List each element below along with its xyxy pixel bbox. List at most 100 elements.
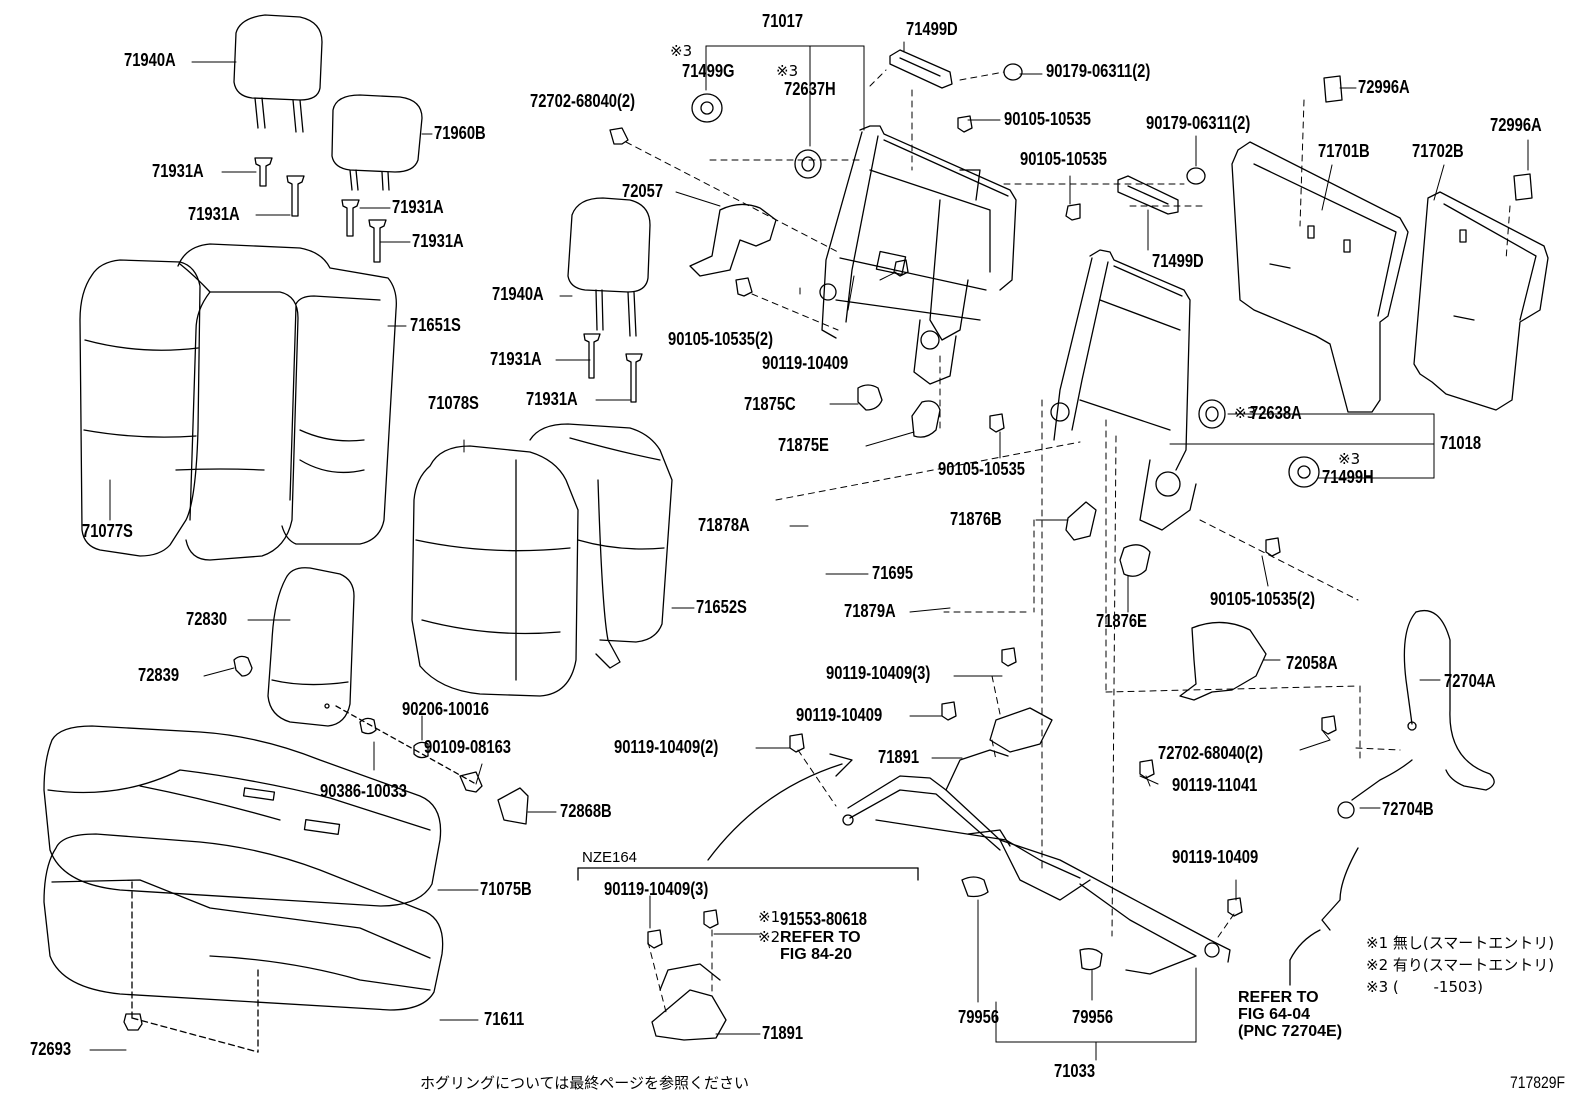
mark-3-b: ※3 (776, 62, 799, 80)
board-71701B (1231, 141, 1409, 413)
seatback-71652S (529, 423, 673, 669)
clip-71875E (911, 400, 941, 438)
bolts-71017 (609, 115, 1081, 433)
label-71931A-5: 71931A (490, 349, 542, 369)
label-71702B: 71702B (1412, 141, 1464, 161)
legend-line-2: ※2 有り(スマートエントリ) (1366, 956, 1555, 974)
label-71611: 71611 (484, 1009, 525, 1029)
headrest-71940A-mid (567, 197, 651, 337)
label-71695: 71695 (872, 563, 914, 583)
label-90179-mid: 90179-06311(2) (1146, 113, 1251, 133)
label-72996A-2: 72996A (1490, 115, 1542, 135)
part-71499D-mid (1117, 175, 1179, 215)
label-72704A: 72704A (1444, 671, 1496, 691)
seatback-71651S (177, 243, 397, 545)
part-71499D-top (889, 49, 953, 89)
label-71499D-mid: 71499D (1152, 251, 1204, 271)
label-72839: 72839 (138, 665, 180, 685)
refer-fig-64-line-2: FIG 64-04 (1238, 1005, 1311, 1023)
label-71960B: 71960B (434, 123, 486, 143)
label-71078S: 71078S (428, 393, 479, 413)
label-71033: 71033 (1054, 1061, 1096, 1081)
bracket-71891-top (989, 707, 1053, 753)
board-71702B (1413, 191, 1549, 411)
part-90179-mid (1186, 167, 1206, 185)
label-90105-e: 90105-10535(2) (1210, 589, 1316, 609)
cushion-71611 (43, 833, 444, 1053)
label-71931A-6: 71931A (526, 389, 578, 409)
label-72868B: 72868B (560, 801, 612, 821)
hinge-71033 (842, 749, 1231, 975)
figure-id: 717829F (1510, 1073, 1566, 1092)
leader-lines (89, 41, 1529, 1061)
cover-72058A (1179, 621, 1267, 701)
label-90206: 90206-10016 (402, 699, 490, 719)
label-90105-a: 90105-10535 (1004, 109, 1092, 129)
label-71499D-top: 71499D (906, 19, 958, 39)
label-72637H: 72637H (784, 79, 836, 99)
label-90386: 90386-10033 (320, 781, 408, 801)
part-71499G (691, 93, 723, 123)
label-72830: 72830 (186, 609, 228, 629)
cable-72704A (1403, 610, 1495, 791)
label-71018: 71018 (1440, 433, 1482, 453)
label-71017: 71017 (762, 11, 804, 31)
label-71879A: 71879A (844, 601, 896, 621)
mark-3-c: ※3 (1234, 404, 1257, 422)
label-71499G: 71499G (682, 61, 735, 81)
label-90179-top: 90179-06311(2) (1046, 61, 1151, 81)
label-90119-c: 90119-10409 (796, 705, 883, 725)
label-71931A-1: 71931A (152, 161, 204, 181)
label-71931A-4: 71931A (412, 231, 464, 251)
label-90109: 90109-08163 (424, 737, 512, 757)
clip-72693 (123, 1013, 143, 1031)
refer-fig-64: REFER TO FIG 64-04 (PNC 72704E) (1238, 989, 1343, 1040)
frame-71018 (1050, 249, 1197, 531)
part-90179-top (1003, 63, 1023, 81)
label-90119-d: 90119-10409(2) (614, 737, 719, 757)
armrest-72830 (267, 567, 355, 727)
mark-3-a: ※3 (670, 42, 693, 60)
label-79956-2: 79956 (1072, 1007, 1114, 1027)
label-71891-b: 71891 (762, 1023, 804, 1043)
label-90105-c: 90105-10535(2) (668, 329, 774, 349)
refer-fig-64-line-1: REFER TO (1238, 989, 1319, 1006)
label-71940A-mid: 71940A (492, 284, 544, 304)
label-90119-11041: 90119-11041 (1172, 775, 1258, 795)
label-72704B: 72704B (1382, 799, 1434, 819)
label-72057: 72057 (622, 181, 664, 201)
mark-1: ※1 (758, 908, 781, 926)
clip-71876E (1119, 544, 1151, 577)
seatback-71078S (411, 445, 579, 697)
label-71891-a: 71891 (878, 747, 920, 767)
label-71651S: 71651S (410, 315, 461, 335)
part-72638A (1198, 399, 1226, 429)
label-71876E: 71876E (1096, 611, 1147, 631)
footer-note: ホグリングについては最終ページを参照ください (420, 1074, 749, 1092)
label-71652S: 71652S (696, 597, 747, 617)
label-90119-e: 90119-10409(3) (604, 879, 709, 899)
label-71499H: 71499H (1322, 467, 1374, 487)
clip-71875C (857, 384, 883, 411)
refer-fig-64-line-3: (PNC 72704E) (1238, 1022, 1343, 1040)
variant-label: NZE164 (582, 849, 638, 866)
bolts-lower (647, 647, 1337, 949)
label-71701B: 71701B (1318, 141, 1370, 161)
label-91553: 91553-80618 (780, 909, 868, 929)
cushion-71075B (43, 725, 442, 907)
label-71876B: 71876B (950, 509, 1002, 529)
label-71940A-top: 71940A (124, 50, 176, 70)
label-71075B: 71075B (480, 879, 532, 899)
part-71499H (1288, 456, 1320, 488)
clip-72996A-top (1323, 75, 1343, 103)
headrest-71960B (331, 94, 423, 191)
seatback-71077S (79, 259, 299, 561)
frame-71017 (819, 125, 1017, 385)
refer-fig-84-line-1: REFER TO (780, 929, 861, 946)
clip-72996A-right (1513, 173, 1533, 201)
label-90105-b: 90105-10535 (1020, 149, 1108, 169)
variant-box (577, 867, 919, 881)
clips-79956 (961, 876, 1103, 971)
label-71931A-2: 71931A (188, 204, 240, 224)
